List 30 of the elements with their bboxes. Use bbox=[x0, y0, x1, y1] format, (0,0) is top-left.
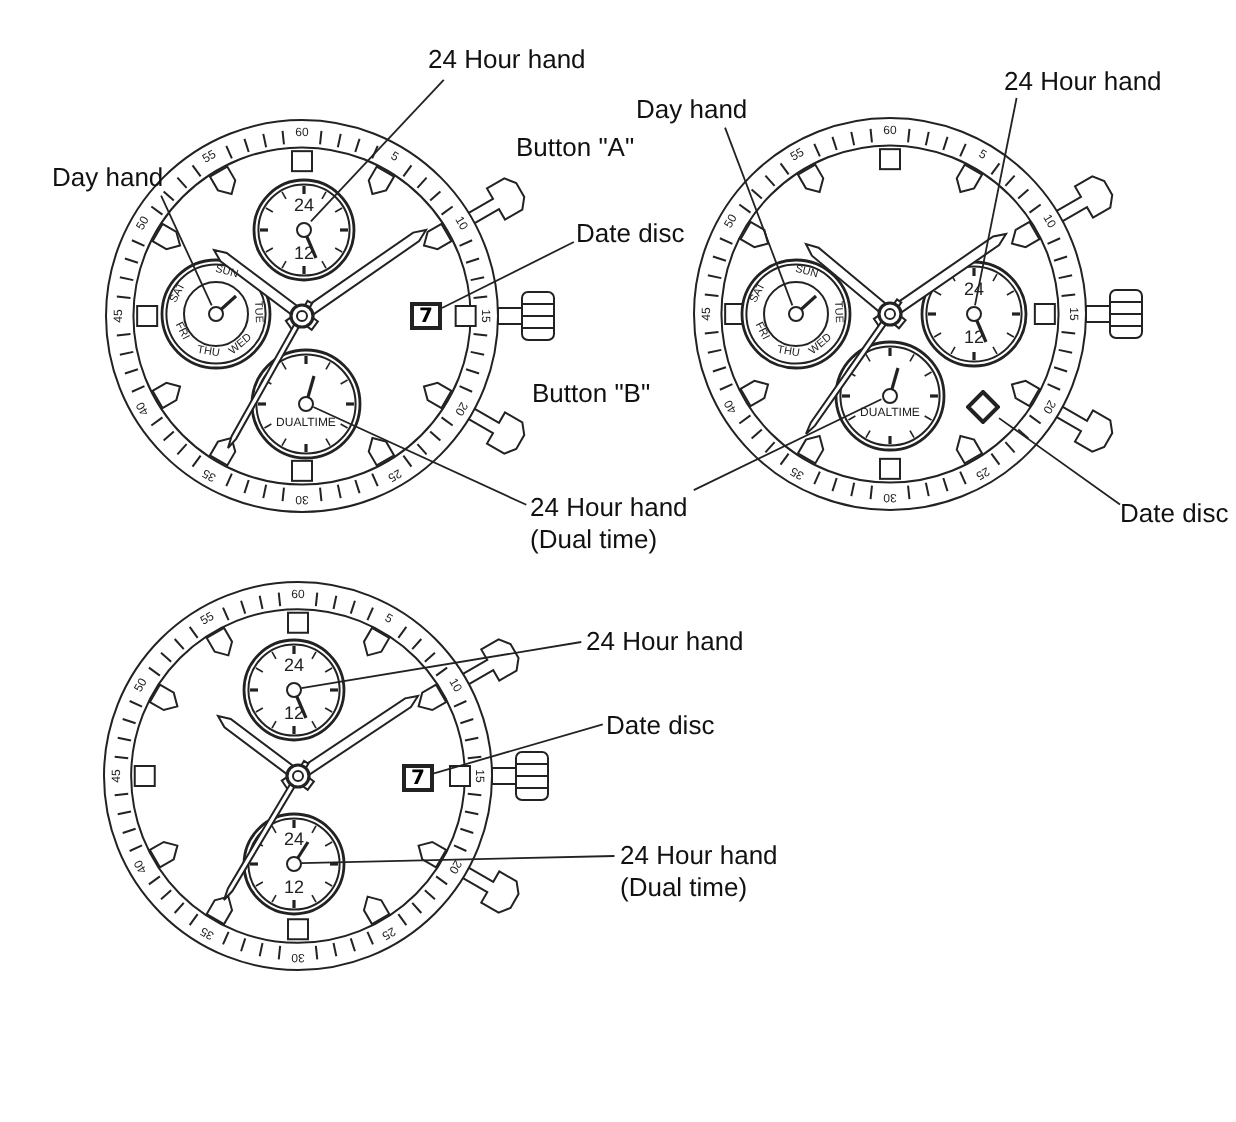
leader-line bbox=[724, 126, 794, 307]
leader-line bbox=[433, 723, 604, 775]
date-window bbox=[965, 389, 999, 423]
button-label: Button "B" bbox=[532, 378, 651, 410]
callout-label: 24 Hour hand bbox=[428, 44, 586, 76]
subdial-number: 24 bbox=[284, 831, 304, 849]
date-window: 7 bbox=[402, 764, 434, 792]
leader-line bbox=[998, 417, 1121, 506]
leader-line bbox=[692, 398, 883, 491]
callout-label: Day hand bbox=[636, 94, 748, 126]
subdial-number: 12 bbox=[284, 879, 304, 897]
leader-line bbox=[310, 78, 445, 223]
leader-line bbox=[300, 855, 616, 865]
leader-line bbox=[300, 641, 583, 689]
callout-label: 24 Hour hand (Dual time) bbox=[620, 840, 804, 904]
leader-line bbox=[160, 194, 213, 307]
leader-line bbox=[312, 406, 528, 506]
leader-line bbox=[974, 97, 1018, 307]
callout-label: 24 Hour hand (Dual time) bbox=[530, 492, 714, 556]
subdial-number: 24 bbox=[284, 657, 304, 675]
date-window: 7 bbox=[410, 302, 442, 330]
callout-label: Date disc bbox=[576, 218, 685, 250]
callout-label: 24 Hour hand bbox=[1004, 66, 1162, 98]
leader-line bbox=[441, 241, 575, 309]
callout-label: 24 Hour hand bbox=[586, 626, 744, 658]
callout-label: Day hand bbox=[52, 162, 164, 194]
subdial-number: 24 bbox=[294, 197, 314, 215]
callout-label: Date disc bbox=[1120, 498, 1229, 530]
button-label: Button "A" bbox=[516, 132, 635, 164]
callout-label: Date disc bbox=[606, 710, 715, 742]
